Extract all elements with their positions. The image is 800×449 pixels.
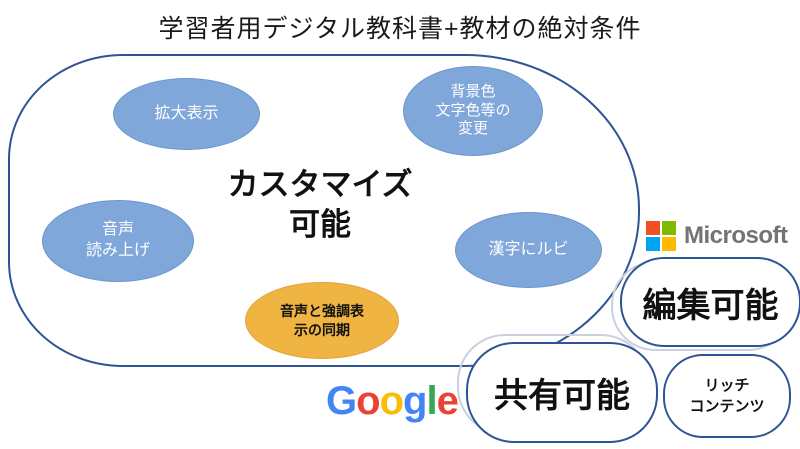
customizable-heading-line2: 可能 (289, 206, 351, 242)
microsoft-square-blue (646, 237, 660, 251)
bubble-text-to-speech-line2: 読み上げ (85, 242, 150, 259)
google-logo: Google (326, 379, 459, 424)
bubble-zoom-display: 拡大表示 (113, 78, 260, 150)
google-letter-o1: o (356, 379, 380, 423)
bubble-audio-highlight-sync-line1: 音声と強調表 (280, 303, 364, 320)
capability-rich-content-line2: コンテンツ (689, 398, 765, 415)
google-letter-l: l (426, 379, 437, 423)
microsoft-square-red (646, 221, 660, 235)
customizable-heading-line1: カスタマイズ (227, 167, 413, 202)
capability-editable: 編集可能 (620, 257, 800, 347)
bubble-audio-highlight-sync: 音声と強調表 示の同期 (245, 282, 399, 359)
capability-shareable-label: 共有可能 (494, 377, 630, 415)
bubble-color-change: 背景色 文字色等の 変更 (403, 66, 543, 156)
google-letter-e: e (436, 379, 459, 423)
bubble-color-change-line3: 変更 (457, 120, 488, 138)
microsoft-squares-icon (646, 221, 676, 251)
microsoft-wordmark: Microsoft (684, 222, 788, 249)
bubble-ruby-on-kanji-label: 漢字にルビ (488, 240, 569, 258)
google-letter-o2: o (379, 379, 404, 423)
microsoft-square-yellow (662, 237, 676, 251)
bubble-color-change-line2: 文字色等の (435, 101, 511, 119)
bubble-text-to-speech: 音声 読み上げ (42, 200, 194, 282)
microsoft-square-green (662, 221, 676, 235)
bubble-zoom-display-label: 拡大表示 (154, 104, 219, 122)
customizable-heading: カスタマイズ 可能 (190, 165, 450, 244)
bubble-audio-highlight-sync-line2: 示の同期 (294, 321, 350, 338)
capability-editable-label: 編集可能 (642, 286, 779, 325)
diagram-title: 学習者用デジタル教科書+教材の絶対条件 (158, 15, 642, 43)
bubble-text-to-speech-line1: 音声 (101, 221, 134, 239)
google-letter-g2: g (403, 379, 427, 423)
google-letter-g1: G (326, 379, 357, 423)
bubble-color-change-line1: 背景色 (450, 82, 496, 100)
capability-rich-content: リッチ コンテンツ (663, 354, 791, 438)
capability-shareable: 共有可能 (466, 342, 658, 443)
microsoft-logo: Microsoft (646, 221, 788, 251)
bubble-ruby-on-kanji: 漢字にルビ (455, 212, 602, 288)
capability-rich-content-line1: リッチ (704, 377, 750, 394)
